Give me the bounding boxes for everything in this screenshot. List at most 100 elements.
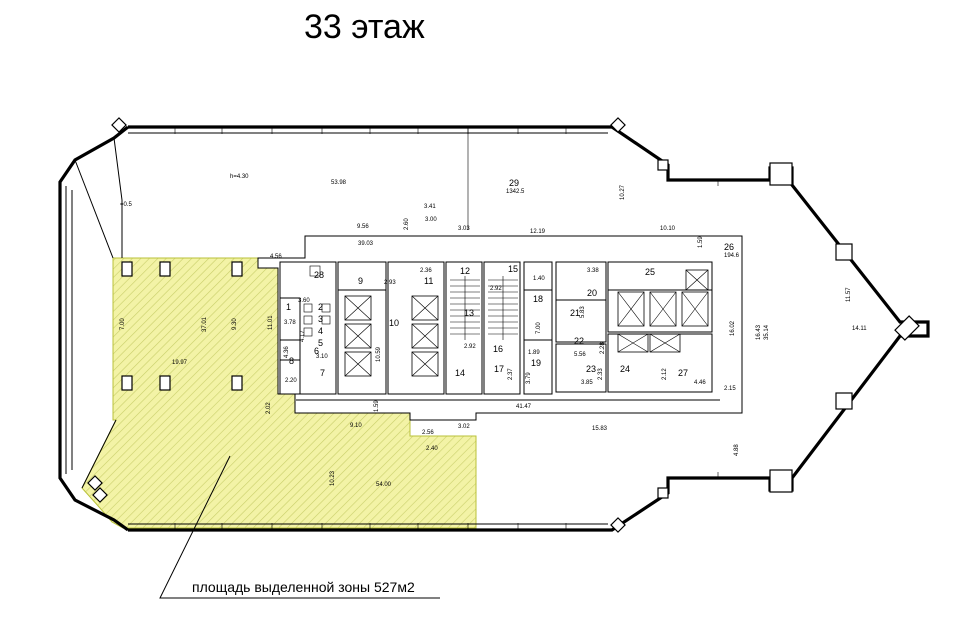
room-6: 6	[314, 346, 319, 356]
dim-label: 12.19	[530, 229, 546, 235]
dim-label: 5.83	[580, 306, 586, 318]
dim-label: 7.00	[536, 322, 542, 334]
room-15: 15	[508, 264, 518, 274]
dim-label: 1.59	[374, 400, 380, 412]
dim-label: 16.43	[756, 324, 762, 340]
room-8: 8	[289, 356, 294, 366]
dim-label: 3.03	[458, 226, 470, 232]
room-21: 21	[570, 308, 580, 318]
dim-label: 4.46	[694, 380, 706, 386]
dim-label: 2.37	[508, 368, 514, 380]
room-1: 1	[286, 302, 291, 312]
room-labels: 1 2 3 4 5 6 7 8 9 10 11 12 13 14 15 16 1…	[286, 178, 734, 378]
dim-label: 3.38	[587, 268, 599, 274]
dim-label: 37.01	[202, 316, 208, 332]
room-11: 11	[424, 276, 433, 286]
dimension-labels: h=4.30 53.98 3.41 3.00 1342.5 10.27 9.56…	[120, 174, 867, 488]
dim-label: 11.57	[846, 287, 852, 302]
room-13: 13	[464, 308, 474, 318]
dim-label: 2.20	[285, 378, 297, 384]
room-16: 16	[493, 344, 503, 354]
dim-label: 1.89	[528, 350, 540, 356]
dim-label: 54.00	[376, 482, 392, 488]
dim-label: 3.10	[316, 354, 328, 360]
window-mullions	[174, 127, 719, 530]
room-25: 25	[645, 267, 655, 277]
dim-label: 10.59	[376, 346, 382, 362]
dim-label: 2.56	[422, 430, 434, 436]
dim-label: 10.10	[660, 226, 676, 232]
dim-label: 2.92	[464, 344, 476, 350]
room-10: 10	[389, 318, 399, 328]
dim-label: 3.79	[526, 372, 532, 384]
restroom-fixtures	[303, 265, 331, 337]
room-27: 27	[678, 368, 688, 378]
dim-label: 2.93	[384, 280, 396, 286]
zone-area-caption: площадь выделенной зоны 527м2	[192, 579, 415, 595]
dim-label: 4.36	[284, 346, 290, 358]
dim-label: 3.02	[458, 424, 470, 430]
dim-label: 3.60	[298, 298, 310, 304]
dim-label: 10.23	[330, 470, 336, 486]
elevator-shafts	[344, 269, 709, 377]
dim-label: 9.10	[350, 423, 362, 429]
dim-label: 7.00	[120, 318, 126, 330]
room-23: 23	[586, 364, 596, 374]
dim-label: 4.56	[270, 254, 282, 260]
room-19: 19	[531, 358, 541, 368]
dim-label: 2.12	[662, 368, 668, 380]
dim-label: 4.17	[300, 330, 306, 342]
dim-label: 2.36	[420, 268, 432, 274]
page-title: 33 этаж	[304, 8, 425, 46]
dim-label: 10.27	[620, 184, 626, 200]
dim-label: 19.97	[172, 360, 188, 366]
dim-label: 39.03	[358, 241, 374, 247]
room-28: 28	[314, 270, 324, 280]
dim-label: 9.56	[357, 224, 369, 230]
dim-label: 2.60	[404, 218, 410, 230]
stairs	[450, 276, 518, 340]
dim-label: 194.6	[724, 253, 740, 259]
dim-label: 2.33	[598, 368, 604, 380]
room-9: 9	[358, 276, 363, 286]
dim-label: 41.47	[516, 404, 532, 410]
dim-label: 15.83	[592, 426, 608, 432]
room-18: 18	[533, 294, 543, 304]
room-3: 3	[318, 314, 323, 324]
dim-label: 2.40	[426, 446, 438, 452]
room-7: 7	[320, 368, 325, 378]
room-17: 17	[494, 364, 504, 374]
dim-label: 5.56	[574, 352, 586, 358]
dim-label: 2.15	[724, 386, 736, 392]
dim-label: 1.59	[698, 236, 704, 248]
dim-label: 35.14	[764, 324, 770, 340]
dim-label: 16.02	[730, 320, 736, 336]
dim-label: 11.01	[268, 315, 274, 330]
room-29: 29	[509, 178, 519, 188]
caption-leader	[159, 455, 440, 599]
dim-label: 9.30	[232, 318, 238, 330]
dim-label: =0.5	[120, 202, 133, 208]
room-26: 26	[724, 242, 734, 252]
room-14: 14	[455, 368, 465, 378]
dim-label: 1.40	[533, 276, 545, 282]
outer-walls	[58, 125, 930, 532]
dim-label: 2.92	[490, 286, 502, 292]
dim-label: 3.85	[581, 380, 593, 386]
perimeter-columns	[87, 117, 920, 533]
dim-label: 4.88	[734, 444, 740, 456]
dim-label: 2.28	[600, 342, 606, 354]
dim-label: 1342.5	[506, 189, 525, 195]
dim-label: 3.41	[424, 204, 436, 210]
room-5: 5	[318, 338, 323, 348]
room-20: 20	[587, 288, 597, 298]
room-2: 2	[318, 302, 323, 312]
room-4: 4	[318, 326, 323, 336]
dim-label: 3.00	[425, 217, 437, 223]
room-22: 22	[574, 336, 584, 346]
dim-label: 2.02	[266, 402, 272, 414]
highlighted-zone	[81, 257, 477, 529]
dim-label: 14.11	[852, 326, 867, 332]
dim-label: 3.78	[284, 320, 296, 326]
